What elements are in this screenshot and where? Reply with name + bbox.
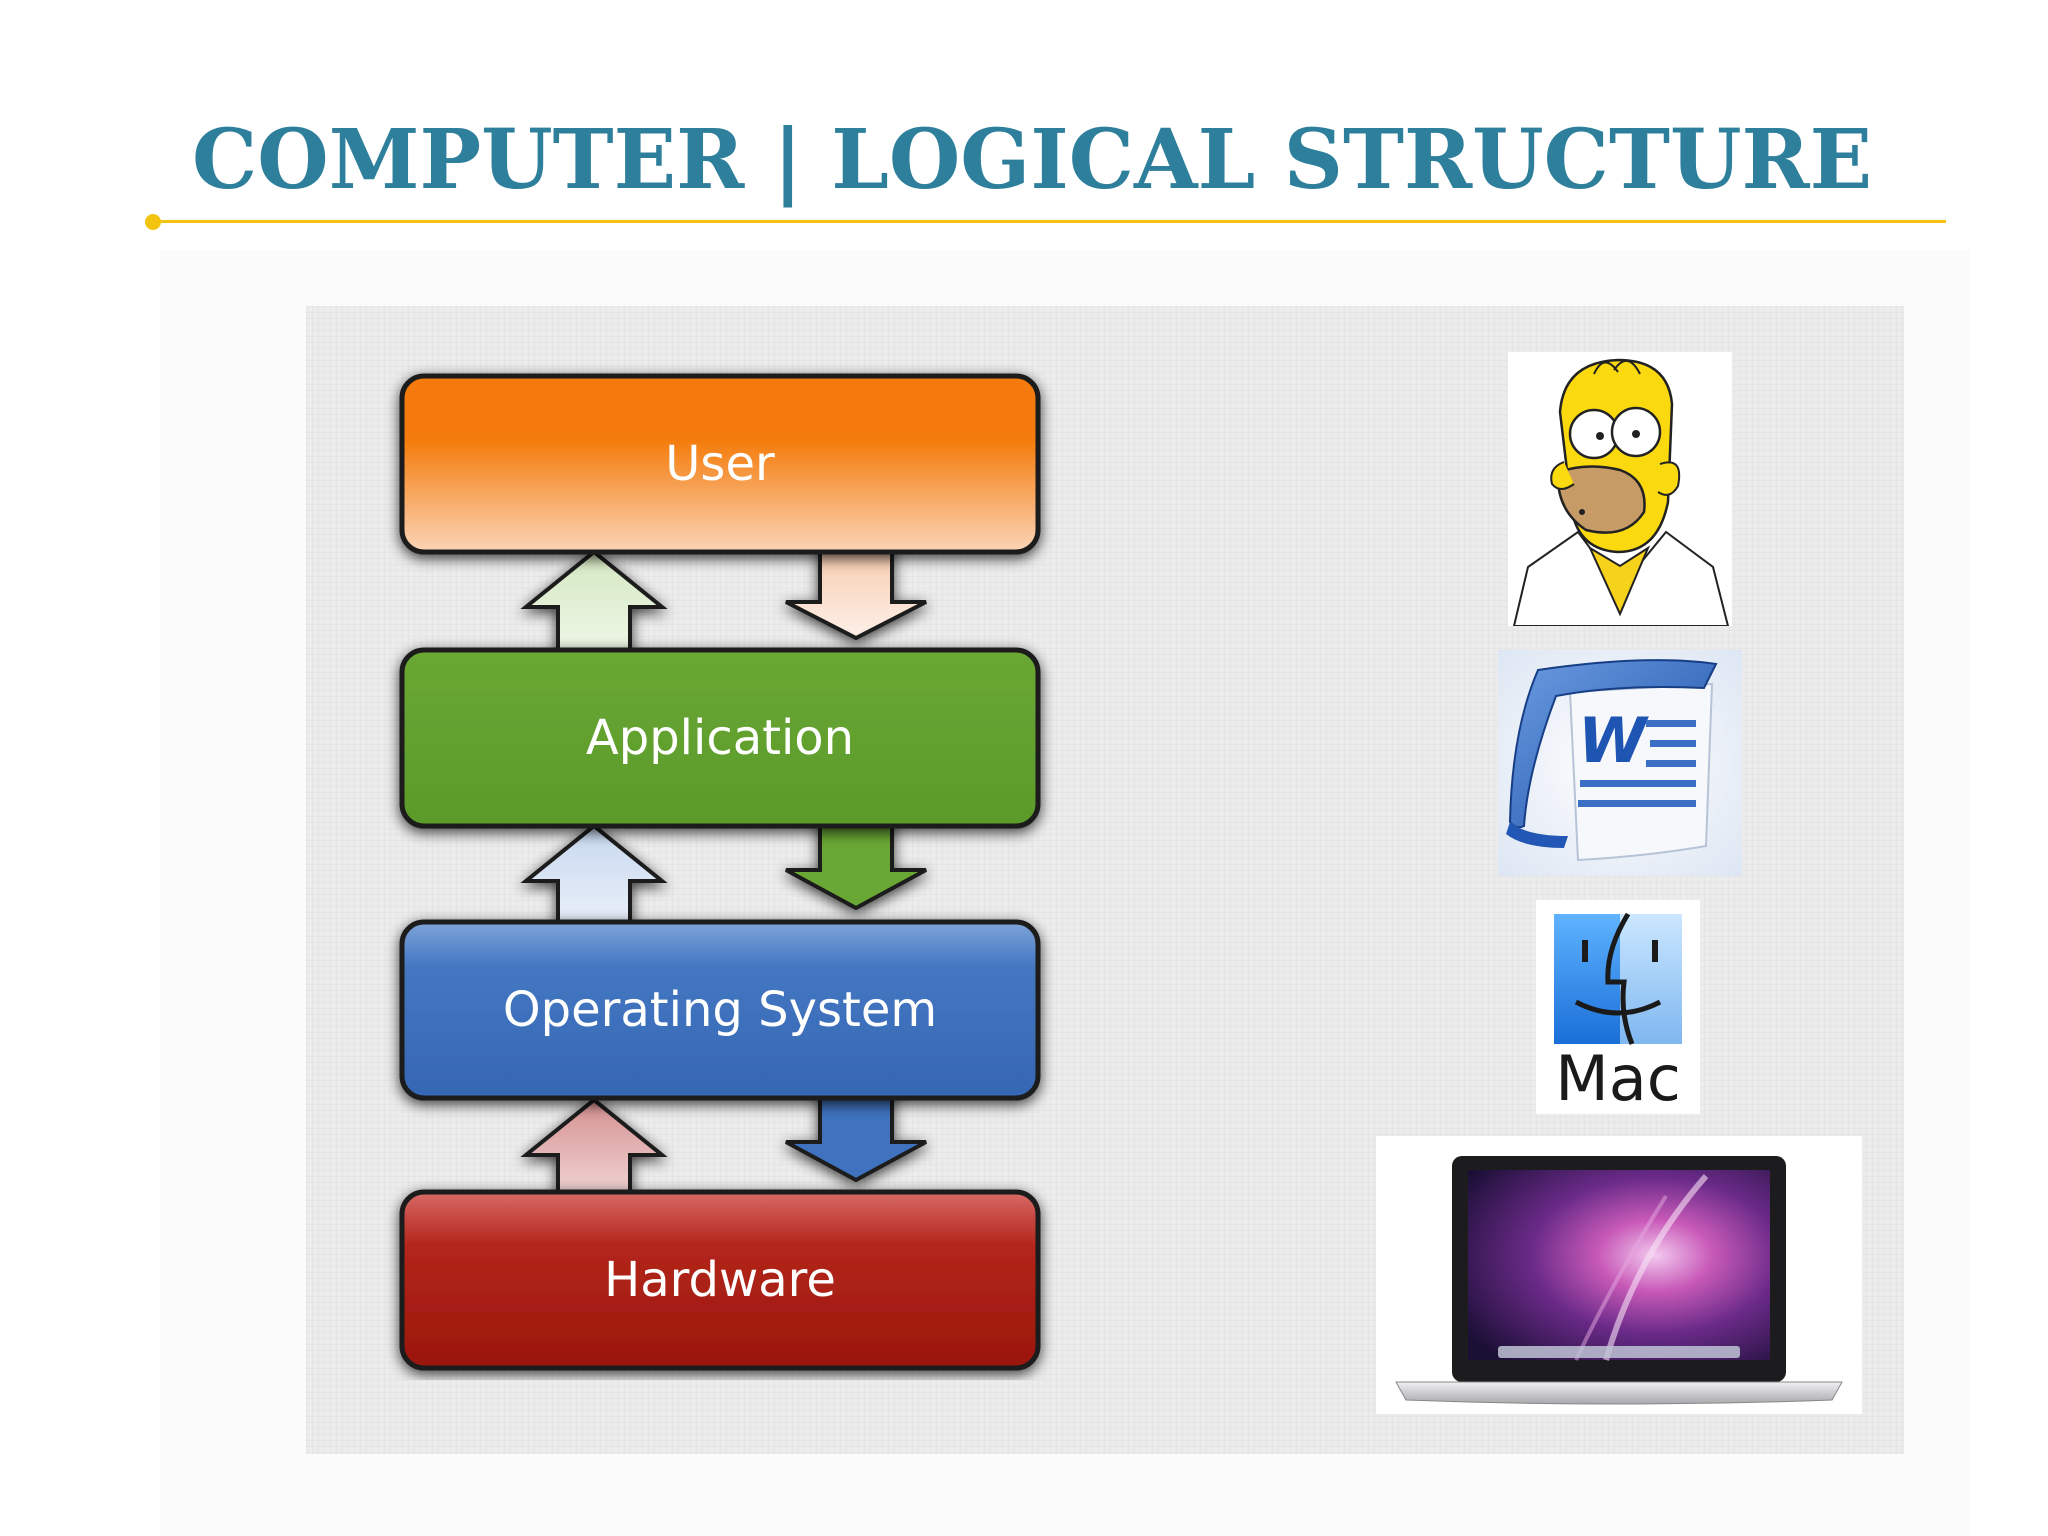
layer-user-block [399, 373, 1041, 555]
arrow-down-user-to-app [785, 538, 927, 641]
layer-application-label: Application [586, 710, 854, 766]
homer-simpson-user-icon [1508, 352, 1732, 626]
macbook-laptop-hardware-icon [1376, 1136, 1862, 1414]
svg-text:W: W [1578, 704, 1649, 777]
layer-operating-system-label: Operating System [503, 982, 937, 1038]
layer-user-label: User [665, 436, 775, 492]
layer-application-block [399, 647, 1041, 829]
title-rule [152, 220, 1946, 223]
layer-hardware-block [399, 1189, 1041, 1371]
layer-operating-system-block [399, 919, 1041, 1101]
microsoft-word-application-icon: W [1498, 650, 1742, 876]
layer-diagram: User Application Operating System Hardwa… [399, 373, 1041, 1371]
mac-finder-label: Mac [1555, 1042, 1681, 1114]
mac-finder-os-icon: Mac [1536, 900, 1700, 1114]
slide-title: COMPUTER | LOGICAL STRUCTURE [192, 112, 1873, 208]
layer-hardware-label: Hardware [604, 1252, 836, 1308]
